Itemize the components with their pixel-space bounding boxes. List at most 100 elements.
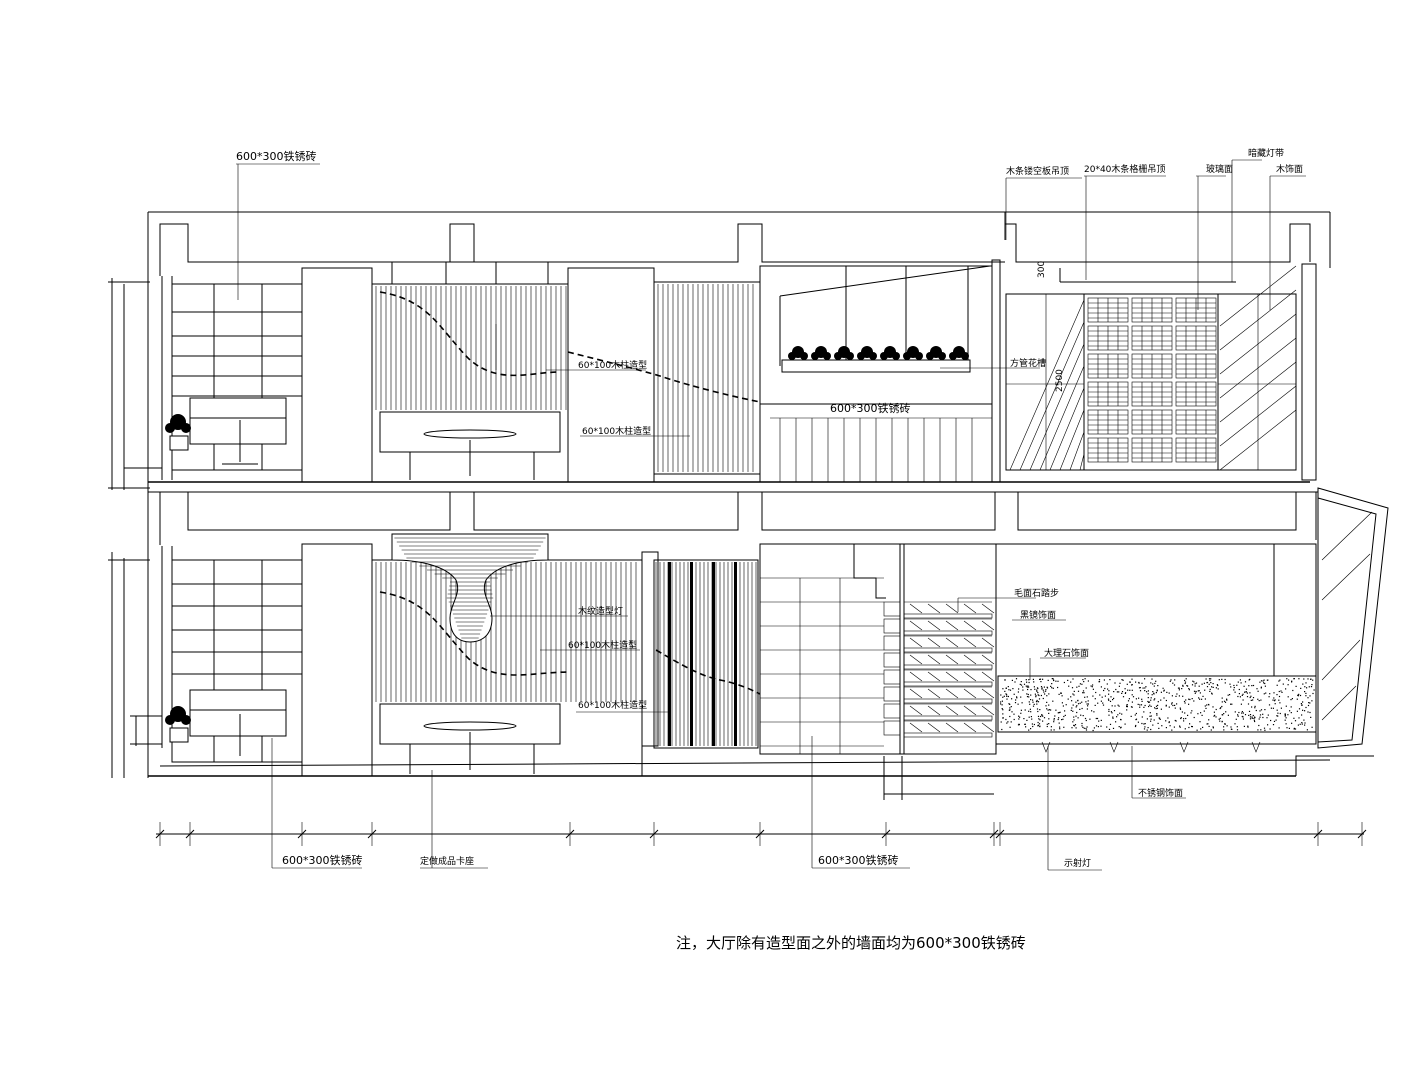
marble-speckle [1081,722,1083,725]
mirror-hatch [909,688,923,699]
plant-icon [949,352,957,360]
marble-speckle [1077,700,1079,702]
marble-speckle [1208,719,1210,721]
marble-speckle [1068,685,1070,687]
marble-speckle [1124,692,1126,694]
marble-speckle [1009,715,1011,718]
marble-speckle [1196,729,1198,731]
marble-speckle [1305,692,1307,694]
mirror-hatch [909,654,923,665]
plant-icon [938,352,946,360]
marble-speckle [1130,715,1132,717]
marble-speckle [1002,709,1004,711]
mirror-hatch [963,722,977,733]
marble-speckle [1215,687,1217,689]
marble-speckle [1226,699,1228,701]
marble-speckle [1035,696,1037,698]
marble-speckle [1229,694,1231,696]
marble-speckle [1251,716,1253,718]
marble-speckle [1050,729,1052,731]
marble-speckle [1076,711,1078,714]
marble-speckle [1047,679,1049,681]
marble-speckle [1013,713,1015,715]
marble-speckle [1030,728,1032,730]
marble-speckle [1310,716,1312,718]
marble-speckle [1279,702,1281,704]
marble-speckle [1193,700,1195,702]
marble-speckle [1039,678,1041,680]
marble-speckle [1023,683,1026,685]
marble-speckle [1295,685,1297,687]
marble-speckle [1007,686,1009,688]
marble-speckle [1022,686,1024,688]
marble-speckle [1249,678,1251,680]
marble-speckle [1061,702,1063,704]
marble-speckle [1184,682,1186,685]
marble-speckle [1020,696,1022,698]
marble-speckle [1165,727,1167,729]
marble-speckle [1198,697,1200,699]
marble-speckle [1158,727,1160,729]
marble-speckle [1026,719,1028,721]
marble-speckle [1073,716,1075,718]
marble-speckle [1086,708,1088,710]
marble-speckle [1176,693,1178,695]
marble-speckle [1129,689,1131,691]
marble-speckle [1038,718,1040,720]
marble-speckle [1037,710,1039,713]
marble-speckle [1083,681,1085,683]
marble-speckle [1076,686,1078,688]
marble-speckle [1180,717,1182,720]
marble-speckle [1259,710,1261,712]
marble-speckle [1026,696,1029,698]
marble-speckle [1219,707,1221,710]
spot-light-icon [1109,741,1119,753]
marble-speckle [1104,687,1106,690]
mirror-hatch [909,671,923,682]
marble-speckle [1079,708,1081,710]
marble-speckle [1240,703,1242,705]
marble-speckle [1108,710,1110,712]
marble-speckle [1248,714,1250,716]
marble-speckle [1072,710,1074,712]
wood-post [668,562,671,746]
marble-speckle [1291,722,1293,724]
marble-speckle [1039,719,1041,721]
marble-speckle [1095,717,1097,720]
marble-speckle [1108,708,1110,711]
marble-speckle [1150,699,1152,701]
marble-speckle [1111,712,1113,714]
stair-tread [903,681,993,687]
marble-speckle [1059,726,1061,728]
marble-speckle [1276,694,1278,696]
marble-speckle [1238,693,1240,695]
marble-speckle [1299,723,1301,725]
marble-speckle [1108,690,1110,692]
marble-speckle [1245,688,1248,690]
plant-icon [823,352,831,360]
marble-speckle [1026,681,1028,683]
marble-speckle [1038,698,1041,700]
marble-speckle [1309,702,1311,704]
label-spot-light: 示射灯 [1064,857,1091,869]
marble-speckle [1294,728,1297,730]
marble-speckle [1303,719,1305,721]
stair-tread [903,647,993,653]
marble-speckle [1299,694,1302,697]
marble-speckle [1234,723,1236,725]
marble-speckle [1030,694,1032,696]
marble-speckle [1059,711,1061,713]
marble-speckle [1149,715,1151,717]
marble-speckle [1188,698,1190,700]
marble-speckle [1131,701,1133,703]
marble-speckle [1148,701,1151,703]
marble-speckle [1100,686,1102,688]
marble-speckle [1215,716,1217,718]
marble-speckle [1272,707,1274,709]
glass-hatch [1321,553,1371,601]
marble-speckle [1244,681,1247,683]
marble-speckle [1020,681,1022,683]
marble-speckle [1000,694,1002,696]
marble-speckle [1098,679,1101,681]
marble-speckle [1182,695,1184,697]
